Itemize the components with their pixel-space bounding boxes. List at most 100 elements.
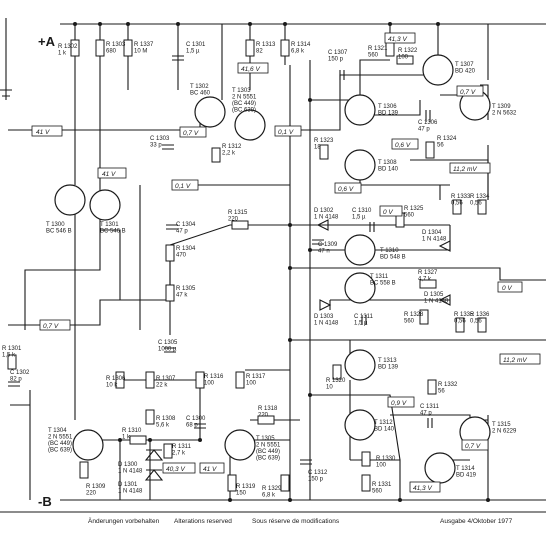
resistors [7,39,487,492]
voltage-label: 0,9 V [391,400,407,407]
voltage-label: 0 V [383,209,393,216]
diodes [144,219,451,481]
junction-dots [73,22,490,502]
voltage-label: 0,7 V [460,89,476,96]
footer: Änderungen vorbehalten Alterations reser… [0,511,546,525]
voltage-label: 11,2 mV [453,166,477,173]
voltage-label: 40,3 V [166,466,185,473]
voltage-label: 11,2 mV [503,357,527,364]
voltage-label: 0,7 V [43,323,59,330]
voltage-label: 41 V [36,129,50,136]
voltage-label: 0,6 V [395,142,411,149]
rail-neg-label: -B [38,494,52,509]
rail-pos-label: +A [38,34,56,49]
voltage-label: 0,1 V [278,129,294,136]
voltage-boxes [31,32,541,493]
voltage-label: 0,6 V [338,186,354,193]
footer-notice-en: Alterations reserved [174,518,232,525]
footer-notice-fr: Sous réserve de modifications [252,518,340,525]
capacitors [8,55,433,465]
voltage-label: 0 V [502,285,512,292]
voltage-labels: 41 V 41 V 41,6 V 41,3 V 0,1 V 0,7 V 0,1 … [36,36,527,492]
voltage-label: 41,6 V [241,66,260,73]
footer-notice-de: Änderungen vorbehalten [88,517,160,525]
footer-edition: Ausgabe 4/Oktober 1977 [440,518,513,525]
voltage-label: 41 V [102,171,116,178]
voltage-label: 41,3 V [388,36,407,43]
voltage-label: 0,7 V [465,443,481,450]
transistors [54,54,491,484]
voltage-label: 0,1 V [175,183,191,190]
